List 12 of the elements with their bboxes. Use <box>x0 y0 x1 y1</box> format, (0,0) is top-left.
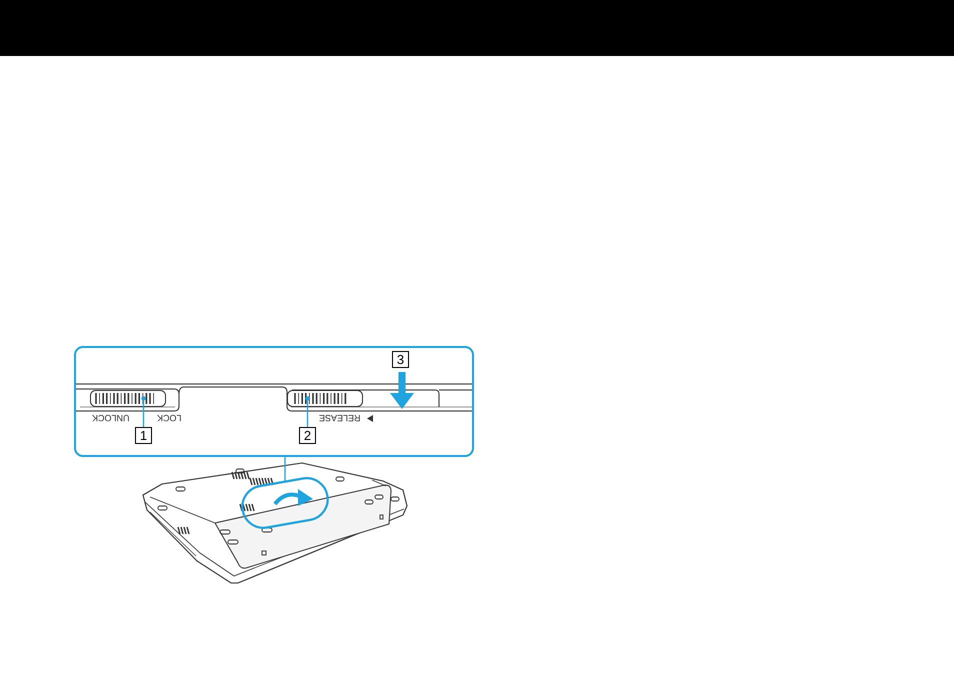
release-latch <box>287 390 363 407</box>
callout-number: 2 <box>299 427 316 444</box>
callout-number: 1 <box>135 427 152 444</box>
callout-panel <box>74 346 474 457</box>
switch-label: LOCK <box>157 413 182 423</box>
leader-line <box>305 396 310 427</box>
leader-line <box>141 396 146 427</box>
callout-number: 3 <box>392 351 409 368</box>
lock-switch <box>90 390 166 407</box>
switch-label: RELEASE <box>319 413 361 423</box>
switch-label: UNLOCK <box>92 413 130 423</box>
connector-line <box>284 457 286 481</box>
